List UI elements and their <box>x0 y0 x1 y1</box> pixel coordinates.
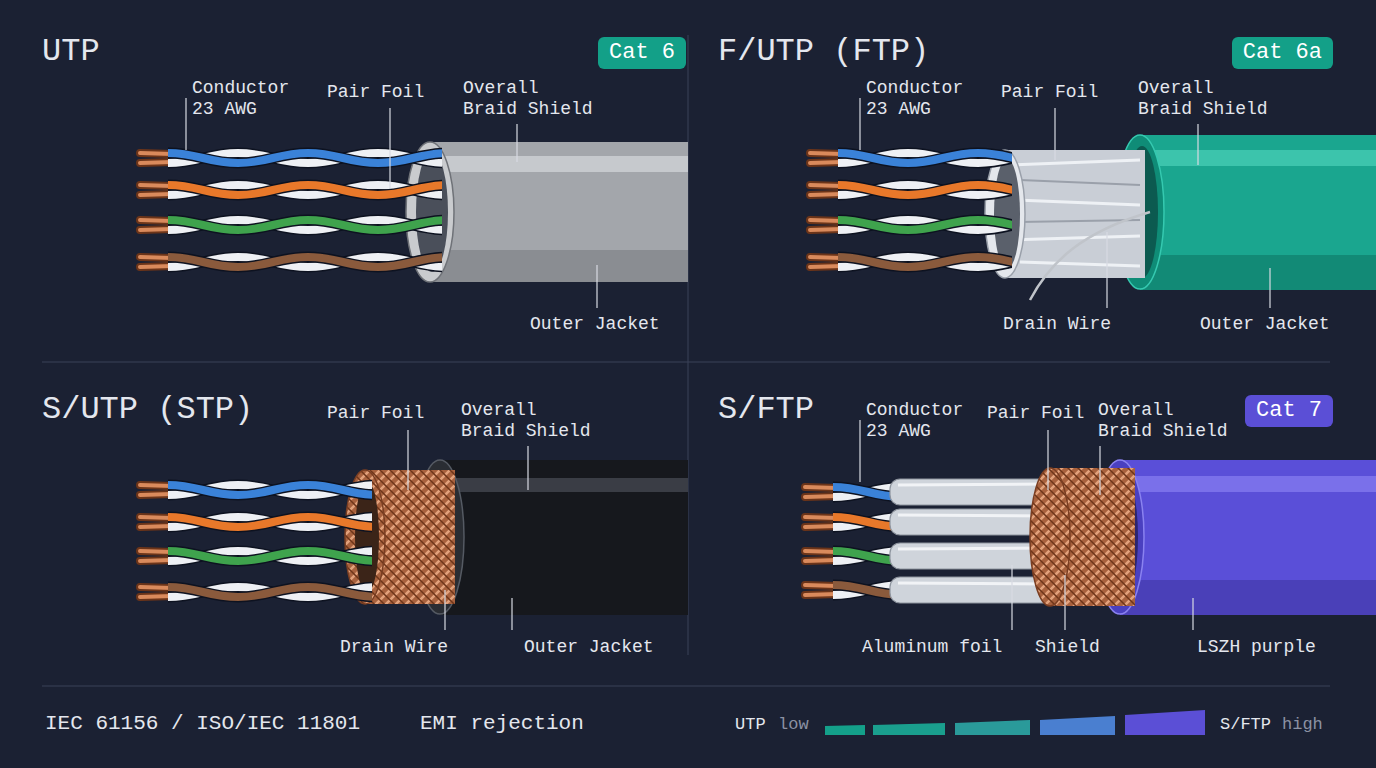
sftp-cable <box>805 460 1376 615</box>
sutp-cable <box>140 460 688 615</box>
category-badge: Cat 6 <box>598 37 686 69</box>
panel-heading: S/UTP (STP) <box>42 392 253 429</box>
part-label: Pair Foil <box>1001 82 1098 103</box>
scale-label: low <box>778 715 809 735</box>
part-label: Overall Braid Shield <box>1138 78 1273 119</box>
divider <box>42 35 1330 686</box>
category-text: Cat 6a <box>1243 40 1322 66</box>
part-label: Conductor 23 AWG <box>866 78 974 119</box>
footer-note: EMI rejection <box>420 712 584 736</box>
part-label: Drain Wire <box>1003 314 1111 335</box>
part-label: Aluminum foil <box>862 637 1002 658</box>
part-label: Pair Foil <box>327 82 424 103</box>
panel-heading: UTP <box>42 34 100 71</box>
part-label: Overall Braid Shield <box>461 400 596 441</box>
emi-scale <box>825 710 1205 735</box>
category-badge: Cat 6a <box>1232 37 1333 69</box>
footer-note: IEC 61156 / ISO/IEC 11801 <box>45 712 360 736</box>
scale-label: S/FTP <box>1220 715 1271 735</box>
futp-cable <box>810 135 1376 300</box>
part-label: Shield <box>1035 637 1100 658</box>
category-text: Cat 6 <box>609 40 675 66</box>
part-label: Pair Foil <box>327 403 424 424</box>
part-label: Drain Wire <box>340 637 448 658</box>
leader-line <box>186 98 1270 630</box>
panel-heading: F/UTP (FTP) <box>718 34 929 71</box>
part-label: Conductor 23 AWG <box>192 78 300 119</box>
part-label: Outer Jacket <box>524 637 654 658</box>
scale-label: high <box>1282 715 1323 735</box>
part-label: Outer Jacket <box>530 314 660 335</box>
part-label: Outer Jacket <box>1200 314 1330 335</box>
part-label: Pair Foil <box>987 403 1084 424</box>
part-label: Overall Braid Shield <box>463 78 598 119</box>
utp-cable <box>140 142 688 282</box>
part-label: Conductor 23 AWG <box>866 400 974 441</box>
panel-heading: S/FTP <box>718 392 814 429</box>
category-text: Cat 7 <box>1256 398 1322 424</box>
category-badge: Cat 7 <box>1245 395 1333 427</box>
part-label: Overall Braid Shield <box>1098 400 1233 441</box>
part-label: LSZH purple <box>1197 637 1316 658</box>
scale-label: UTP <box>735 715 766 735</box>
